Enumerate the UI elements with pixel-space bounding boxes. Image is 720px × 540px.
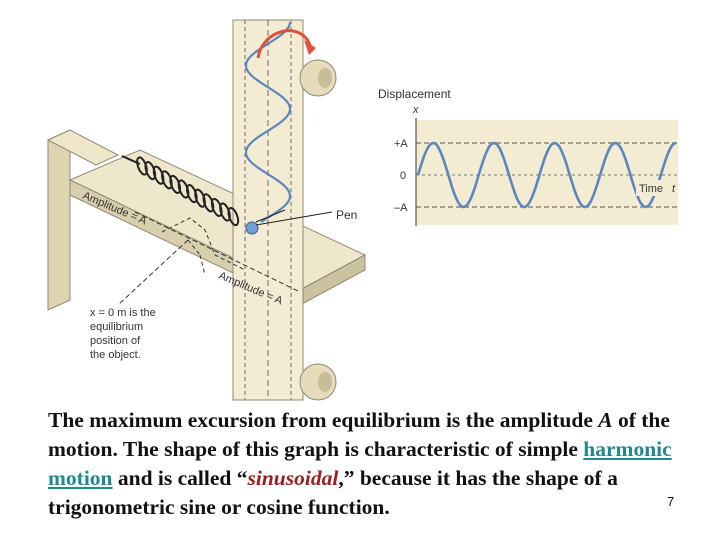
paper-strip: [232, 19, 304, 401]
spring: [121, 155, 240, 227]
graph-area: [416, 120, 678, 225]
wall-top: [46, 129, 120, 166]
graph-title: Displacement: [378, 87, 451, 101]
slide-number: 7: [667, 494, 675, 509]
caption-part-2: of the motion. The shape of this graph i…: [48, 408, 670, 461]
top-roller: [299, 59, 337, 97]
time-variable: t: [672, 183, 676, 195]
mass-ball: [245, 221, 259, 235]
caption: The maximum excursion from equilibrium i…: [48, 406, 698, 522]
equilibrium-line-1: x = 0 m is the: [90, 307, 156, 319]
shm-diagram: Pen Amplitude = A Amplitude = A x = 0 m …: [46, 19, 678, 401]
caption-part-4: ,” because it has the shape of a trigono…: [48, 466, 618, 519]
tick-minus-a: –A: [394, 202, 408, 214]
graph-axis-variable: x: [412, 104, 419, 116]
displacement-graph: Displacement x +A 0 –A Time t: [378, 87, 678, 226]
caption-part-3: and is called “: [112, 466, 248, 490]
paper-wave: [244, 21, 292, 223]
time-label-bg: [636, 180, 678, 196]
graph-wave: [416, 141, 677, 209]
equilibrium-line-2: equilibrium: [90, 321, 143, 333]
equilibrium-line-3: position of: [90, 335, 141, 347]
tick-plus-a: +A: [394, 138, 408, 150]
equilibrium-note: x = 0 m is the equilibrium position of t…: [90, 307, 156, 361]
pen-label: Pen: [336, 208, 357, 222]
caption-amplitude-symbol: A: [598, 408, 613, 432]
pen-rod: [255, 209, 333, 226]
time-label: Time: [639, 183, 663, 195]
rotation-arrow: [256, 29, 316, 59]
back-wall: [47, 129, 71, 311]
tick-zero: 0: [400, 170, 406, 182]
guide-lines: [117, 211, 301, 306]
bottom-roller: [299, 363, 337, 401]
caption-part-1: The maximum excursion from equilibrium i…: [48, 408, 599, 432]
harmonic-motion-link[interactable]: harmonic motion: [48, 437, 672, 490]
sinusoidal-term: sinusoidal: [247, 466, 339, 490]
spring-coil: [227, 207, 240, 227]
board-top: [68, 149, 367, 291]
equilibrium-line-4: the object.: [90, 349, 141, 361]
